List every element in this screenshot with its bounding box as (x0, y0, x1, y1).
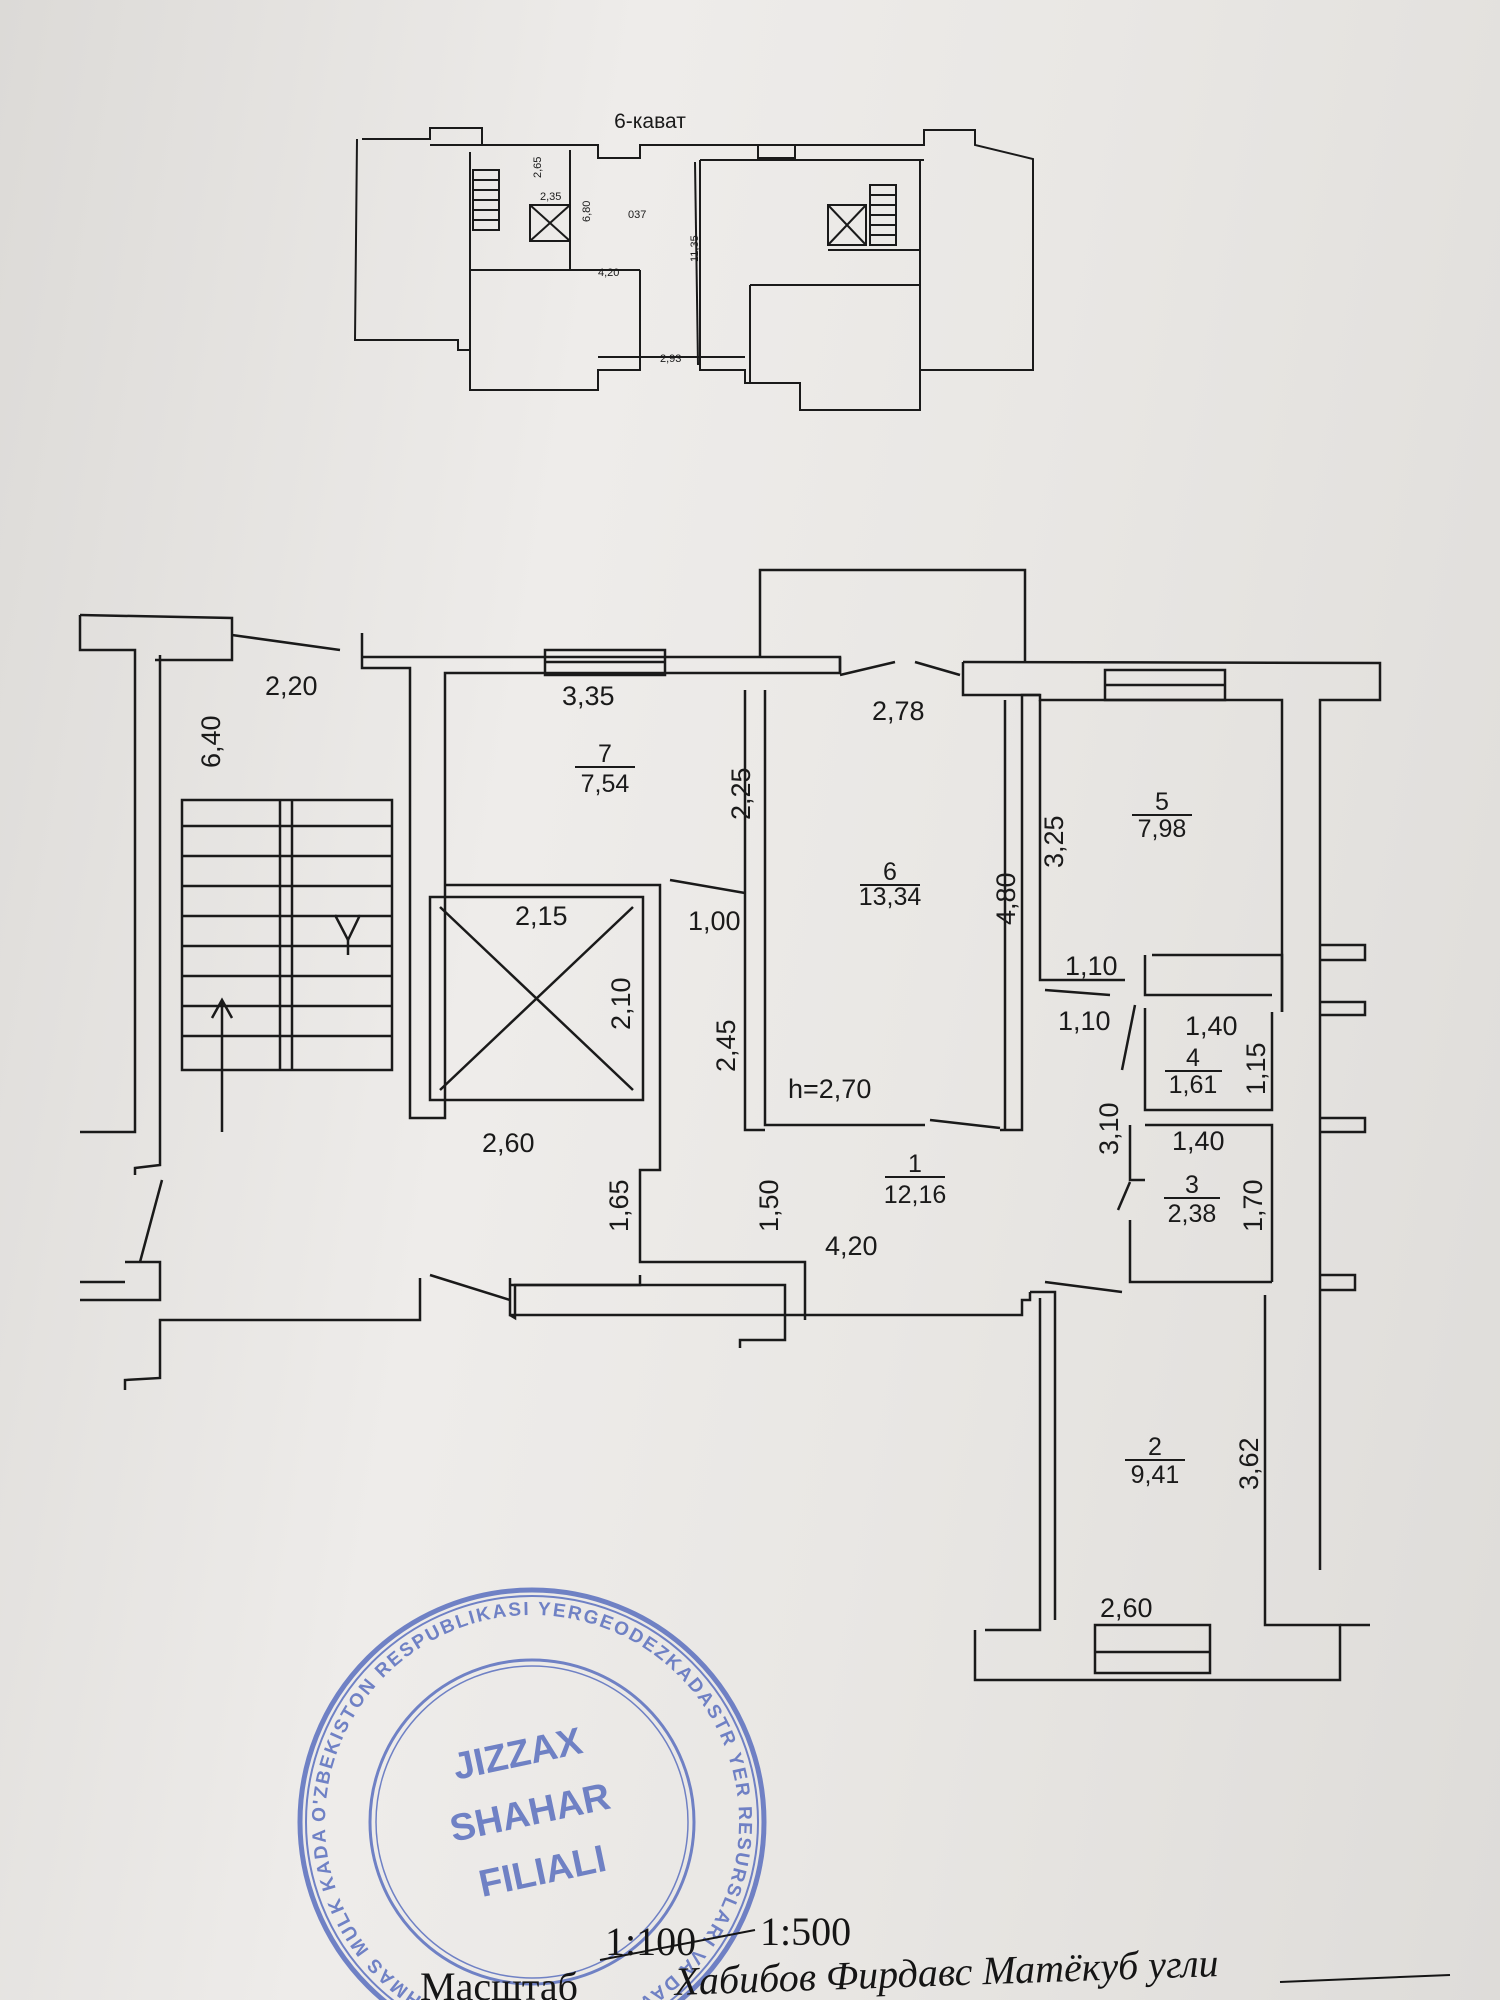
room-labels: 7 7,54 6 13,34 5 7,98 4 1,61 3 2,38 2 9,… (575, 740, 1222, 1489)
dimension-label: 3,25 (1039, 815, 1069, 868)
dimension-label: 2,60 (482, 1128, 535, 1158)
room-area: 12,16 (884, 1181, 947, 1209)
dimension-label: 1,50 (754, 1179, 784, 1232)
room-6-label: 6 13,34 (859, 858, 922, 911)
dimension-label: 4,20 (825, 1231, 878, 1261)
dimension-label: 2,25 (726, 767, 756, 820)
room-area: 9,41 (1131, 1461, 1180, 1489)
room-5-label: 5 7,98 (1132, 788, 1192, 843)
room-number: 1 (908, 1150, 922, 1178)
room-number: 5 (1155, 788, 1169, 816)
room-number: 2 (1148, 1433, 1162, 1461)
stamp-center-line: SHAHAR (446, 1776, 614, 1851)
stamp-center-line: FILIALI (475, 1838, 610, 1906)
dimension-label: 1,10 (1058, 1006, 1111, 1036)
room-1-label: 1 12,16 (884, 1150, 947, 1209)
dimension-label: 6,40 (196, 715, 226, 768)
dimension-label: 2,60 (1100, 1593, 1153, 1623)
scale-prefix: Масштаб (420, 1964, 578, 2000)
mini-label: 2,65 (532, 157, 544, 178)
room-4-label: 4 1,61 (1165, 1044, 1222, 1099)
mini-label: 2,35 (540, 191, 561, 203)
room-area: 7,98 (1138, 815, 1187, 843)
dimension-label: h=2,70 (788, 1074, 871, 1104)
dimension-label: 2,20 (265, 671, 318, 701)
mini-plan-outline (353, 127, 1034, 411)
mini-label: 4,20 (598, 267, 619, 279)
mini-plan-title: 6-кават (614, 110, 686, 133)
dimension-label: 1,00 (688, 906, 741, 936)
signature-name: Хабибов Фирдавс Матёкуб угли (672, 1940, 1219, 2000)
mini-label: 11,35 (689, 235, 701, 262)
dimension-label: 1,65 (604, 1179, 634, 1232)
scale-line: Масштаб 1:100 1:500 (420, 1909, 851, 2000)
dimension-label: 2,10 (606, 977, 636, 1030)
room-area: 13,34 (859, 883, 922, 911)
dimension-label: 1,40 (1185, 1011, 1238, 1041)
dimension-label: 1,10 (1065, 951, 1118, 981)
room-area: 1,61 (1169, 1071, 1218, 1099)
dimension-label: 2,45 (711, 1019, 741, 1072)
dimension-labels: 6,40 2,20 3,35 2,25 2,15 2,10 1,00 2,45 … (196, 671, 1271, 1623)
room-area: 7,54 (581, 770, 630, 798)
room-number: 4 (1186, 1044, 1200, 1072)
room-2-label: 2 9,41 (1125, 1433, 1185, 1489)
dimension-label: 3,62 (1234, 1437, 1264, 1490)
scale-value: 1:500 (760, 1909, 851, 1954)
mini-plan: 6-кават (353, 110, 1034, 411)
dimension-label: 2,78 (872, 696, 925, 726)
mini-label: 6,80 (581, 201, 593, 222)
room-area: 2,38 (1168, 1200, 1217, 1228)
room-7-label: 7 7,54 (575, 740, 635, 798)
dimension-label: 3,35 (562, 681, 615, 711)
dimension-label: 1,15 (1241, 1042, 1271, 1095)
room-number: 6 (883, 858, 897, 886)
dimension-label: 3,10 (1094, 1102, 1124, 1155)
room-number: 7 (598, 740, 612, 768)
dimension-label: 1,70 (1238, 1179, 1268, 1232)
main-plan-walls (78, 568, 1382, 1682)
room-number: 3 (1185, 1171, 1199, 1199)
dimension-label: 1,40 (1172, 1126, 1225, 1156)
mini-plan-labels: 2,65 2,35 6,80 037 11,35 4,20 2,93 (532, 157, 701, 365)
mini-label: 2,93 (660, 353, 681, 365)
stamp-center-line: JIZZAX (449, 1720, 586, 1788)
dimension-label: 4,80 (991, 872, 1021, 925)
official-stamp: O'ZBEKISTON RESPUBLIKASI YERGEODEZKADAST… (0, 0, 767, 2000)
dimension-label: 2,15 (515, 901, 568, 931)
room-3-label: 3 2,38 (1164, 1171, 1220, 1228)
mini-label: 037 (628, 209, 646, 221)
